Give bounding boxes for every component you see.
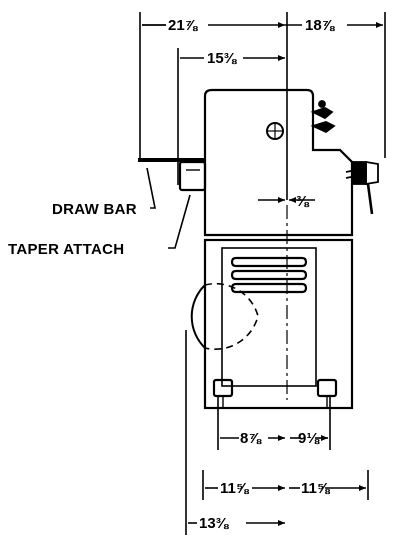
leveling-feet bbox=[212, 378, 338, 408]
taper-attach-label: TAPER ATTACH bbox=[8, 241, 124, 258]
draw-bar-bed bbox=[138, 158, 207, 192]
dimension-small-offset: ⅜ bbox=[296, 193, 310, 210]
dimension-lower-left: 8⅞ bbox=[240, 430, 262, 447]
dimension-base-left: 11⅝ bbox=[220, 480, 250, 497]
dimension-bottom: 13⅜ bbox=[199, 515, 230, 532]
vent-slots bbox=[230, 256, 308, 294]
dimension-base-right: 11⅝ bbox=[301, 480, 331, 497]
swing-circle bbox=[190, 282, 259, 351]
extension-lines bbox=[139, 12, 386, 535]
control-levers bbox=[310, 100, 379, 215]
dimension-lines bbox=[142, 22, 383, 526]
draw-bar-label: DRAW BAR bbox=[52, 201, 137, 218]
dimension-top-right: 18⅞ bbox=[305, 17, 336, 34]
headstock-body bbox=[203, 88, 354, 410]
dimension-lower-right: 9⅛ bbox=[298, 430, 320, 447]
dimension-upper-middle: 15⅜ bbox=[207, 50, 238, 67]
label-leaders bbox=[146, 167, 191, 249]
dimension-top-left: 21⅞ bbox=[168, 17, 199, 34]
spindle-circle bbox=[266, 122, 284, 140]
